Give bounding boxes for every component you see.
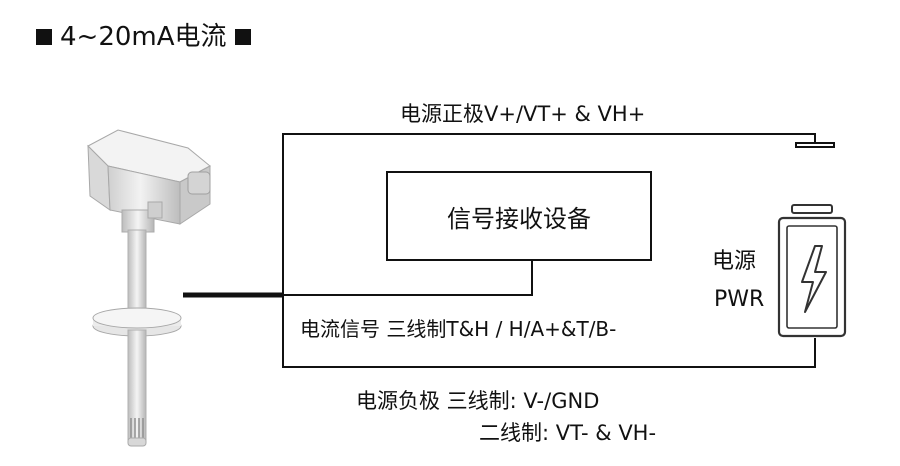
label-negative-two-wire: 二线制: VT- & VH- [479, 421, 657, 445]
title-text: 4~20mA电流 [60, 22, 227, 52]
title-bullet-left [36, 29, 52, 45]
label-positive: 电源正极V+/VT+ & VH+ [400, 102, 646, 126]
label-power-en: PWR [714, 287, 765, 312]
label-signal: 电流信号 三线制T&H / H/A+&T/B- [300, 317, 617, 341]
receiver-label: 信号接收设备 [447, 204, 591, 233]
battery-icon [777, 142, 847, 338]
label-power-cn: 电源 [712, 249, 757, 274]
label-negative-three-wire: 电源负极 三线制: V-/GND [356, 389, 600, 413]
wire-signal [283, 261, 533, 296]
receiver-box: 信号接收设备 [386, 171, 652, 261]
diagram-title: 4~20mA电流 [36, 20, 251, 54]
wire-positive [282, 133, 816, 368]
title-bullet-right [234, 29, 251, 45]
sensor-icon [87, 129, 211, 447]
